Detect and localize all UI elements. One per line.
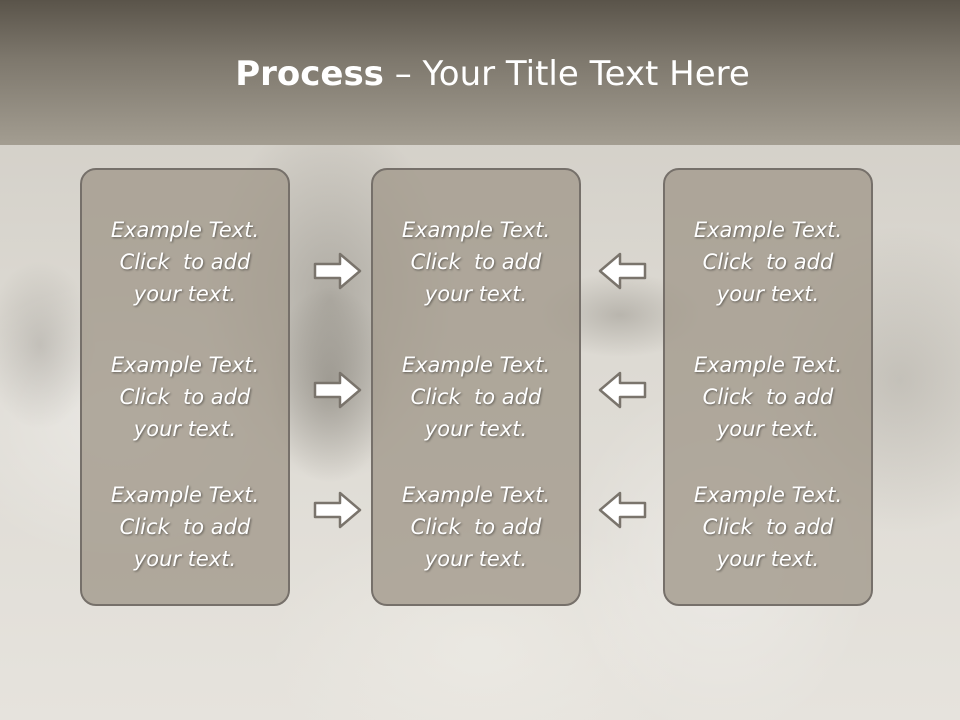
text-line: Example Text. (110, 483, 260, 507)
text-line: your text. (133, 282, 237, 306)
text-line: your text. (424, 417, 528, 441)
text-line: Example Text. (693, 483, 843, 507)
text-line: Example Text. (693, 218, 843, 242)
text-line: Click to add (119, 250, 251, 274)
text-placeholder[interactable]: Example Text. Click to add your text. (665, 349, 871, 445)
process-box-3[interactable]: Example Text. Click to add your text. Ex… (663, 168, 873, 606)
process-box-2[interactable]: Example Text. Click to add your text. Ex… (371, 168, 581, 606)
text-line: your text. (716, 547, 820, 571)
text-line: Click to add (119, 385, 251, 409)
text-line: Click to add (702, 385, 834, 409)
text-line: Click to add (119, 515, 251, 539)
text-line: Example Text. (110, 218, 260, 242)
left-arrow-icon (598, 491, 647, 529)
title-rest: – Your Title Text Here (383, 54, 750, 94)
text-line: Example Text. (110, 353, 260, 377)
text-line: Click to add (410, 515, 542, 539)
left-arrow-icon (598, 252, 647, 290)
text-line: your text. (424, 547, 528, 571)
text-placeholder[interactable]: Example Text. Click to add your text. (373, 479, 579, 575)
title-bold: Process (235, 54, 384, 94)
text-line: Example Text. (401, 218, 551, 242)
title-bar: Process – Your Title Text Here (0, 0, 960, 145)
text-line: your text. (716, 282, 820, 306)
process-box-1[interactable]: Example Text. Click to add your text. Ex… (80, 168, 290, 606)
text-placeholder[interactable]: Example Text. Click to add your text. (665, 214, 871, 310)
text-placeholder[interactable]: Example Text. Click to add your text. (373, 214, 579, 310)
text-line: your text. (133, 547, 237, 571)
right-arrow-icon (313, 371, 362, 409)
text-placeholder[interactable]: Example Text. Click to add your text. (82, 349, 288, 445)
text-line: Click to add (410, 250, 542, 274)
text-line: your text. (716, 417, 820, 441)
text-line: your text. (133, 417, 237, 441)
text-line: Click to add (702, 250, 834, 274)
text-line: Click to add (702, 515, 834, 539)
right-arrow-icon (313, 252, 362, 290)
text-line: your text. (424, 282, 528, 306)
text-placeholder[interactable]: Example Text. Click to add your text. (82, 479, 288, 575)
text-line: Example Text. (401, 483, 551, 507)
slide-title[interactable]: Process – Your Title Text Here (0, 52, 960, 96)
text-line: Example Text. (693, 353, 843, 377)
text-placeholder[interactable]: Example Text. Click to add your text. (373, 349, 579, 445)
text-line: Click to add (410, 385, 542, 409)
text-placeholder[interactable]: Example Text. Click to add your text. (665, 479, 871, 575)
left-arrow-icon (598, 371, 647, 409)
right-arrow-icon (313, 491, 362, 529)
text-line: Example Text. (401, 353, 551, 377)
text-placeholder[interactable]: Example Text. Click to add your text. (82, 214, 288, 310)
